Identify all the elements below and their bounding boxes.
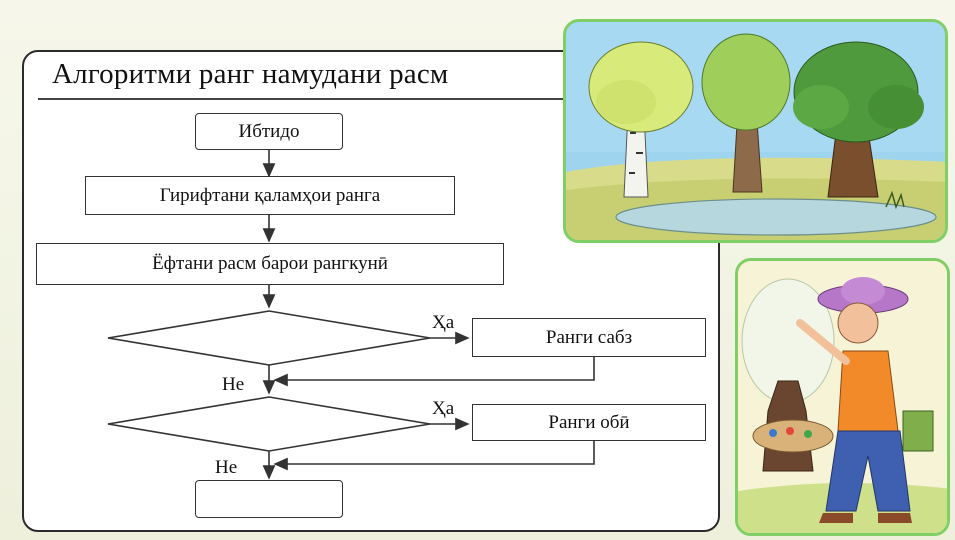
flowchart-title: Алгоритми ранг намудани расм: [52, 58, 449, 90]
end-box: [195, 480, 343, 518]
arrow-green-return: [273, 357, 595, 387]
painter-illustration: [735, 258, 950, 536]
decision1-no-label: Не: [222, 374, 245, 395]
trees-illustration: [563, 19, 948, 243]
decision1-yes-label: Ҳа: [432, 312, 455, 333]
action-green: Ранги сабз: [472, 318, 706, 357]
start-box: Ибтидо: [195, 113, 343, 150]
decision2-yes-label: Ҳа: [432, 398, 455, 419]
decision2-no-label: Не: [215, 457, 238, 478]
arrow-blue-return: [273, 441, 595, 471]
decision-diamond-2: [107, 396, 431, 452]
step-find-picture: Ёфтани расм барои рангкунӣ: [36, 243, 504, 285]
step-take-pencils: Гирифтани қаламҳои ранга: [85, 176, 455, 215]
decision-diamond-1: [107, 310, 431, 366]
title-divider: [38, 98, 720, 100]
action-blue: Ранги обӣ: [472, 404, 706, 441]
